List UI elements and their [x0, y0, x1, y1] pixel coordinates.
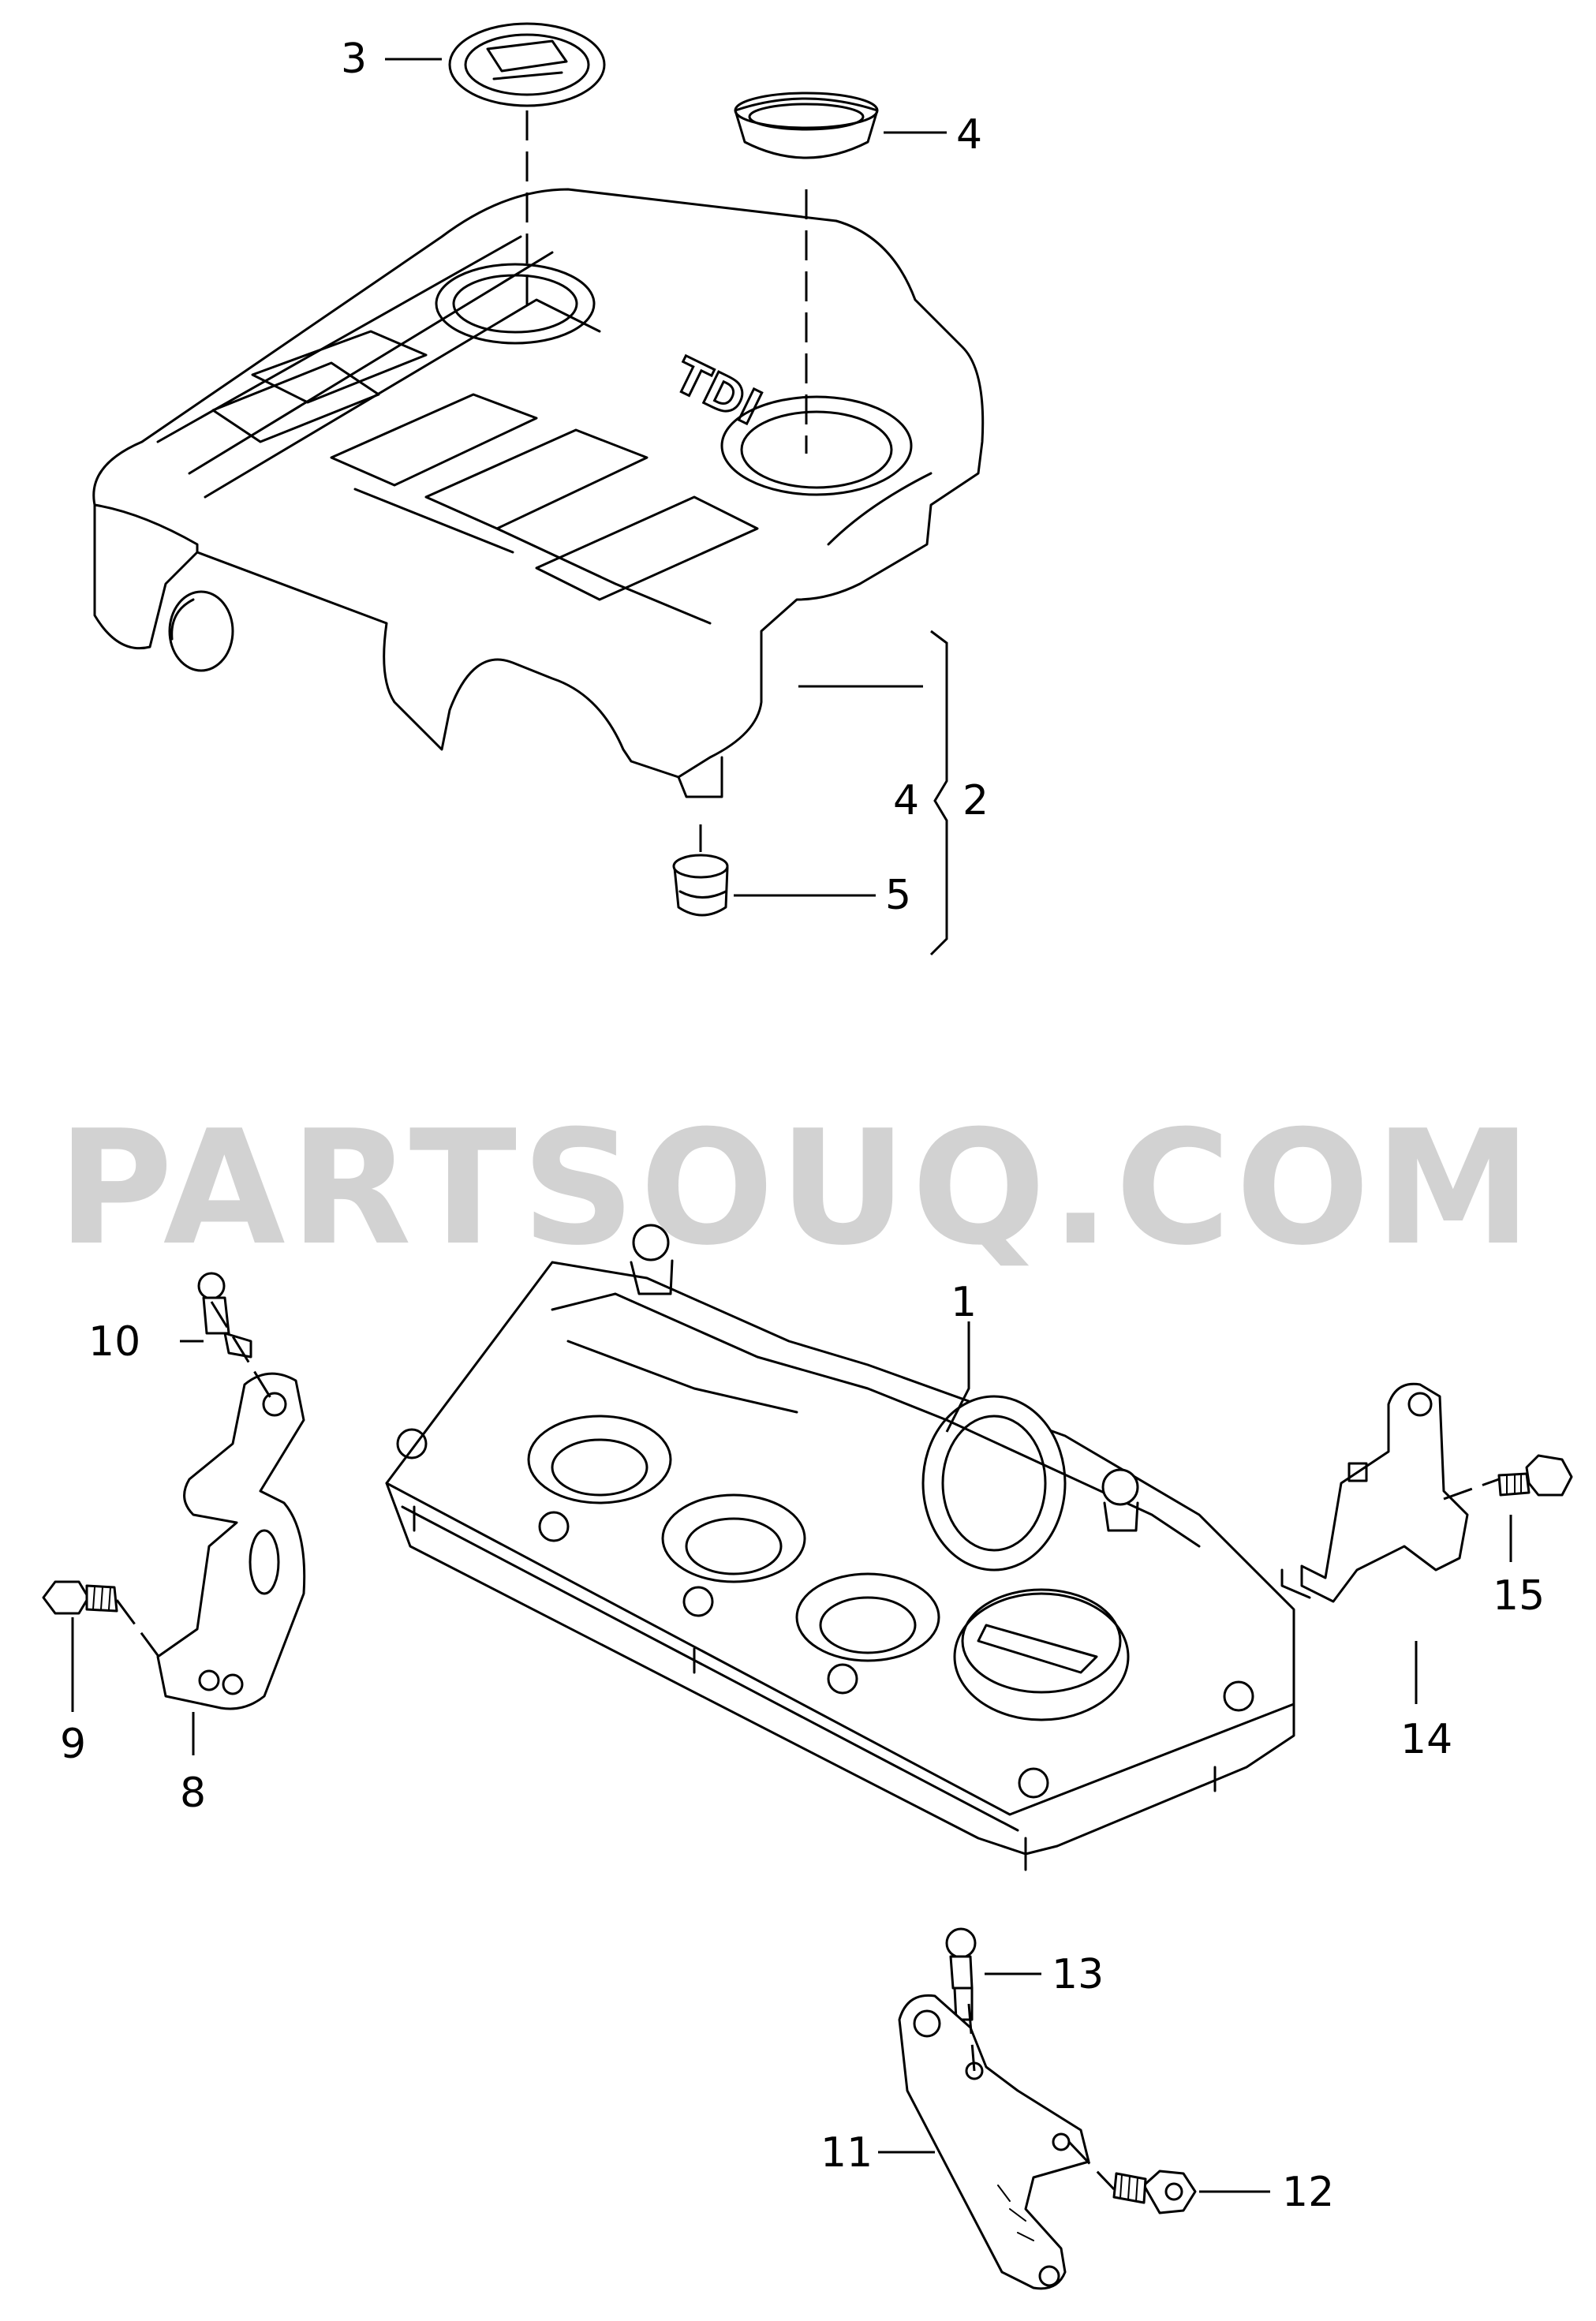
ball-stud-13 [945, 1927, 977, 2021]
cover-nut [672, 854, 729, 917]
callout-12: 12 [1282, 2169, 1334, 2216]
leader-lines [71, 58, 1512, 2193]
bolt-9 [42, 1580, 118, 1615]
bolt-15 [1497, 1454, 1573, 1497]
callout-labels: 3 4 4 2 5 1 10 9 8 14 15 13 11 12 [60, 36, 1545, 2216]
ball-stud-10 [197, 1272, 252, 1359]
callout-13: 13 [1052, 1951, 1104, 1998]
callout-2: 2 [962, 777, 989, 824]
grommet-ring [734, 92, 879, 159]
callout-1: 1 [951, 1279, 977, 1326]
emblem-cap [448, 22, 606, 107]
watermark: PARTSOUQ.COM [58, 1097, 1537, 1280]
callout-9: 9 [60, 1721, 86, 1768]
callout-3: 3 [341, 36, 367, 83]
bracket-14 [1280, 1382, 1469, 1603]
callout-11: 11 [820, 2129, 873, 2177]
callout-15: 15 [1493, 1572, 1545, 1620]
engine-cover: TDI [92, 188, 985, 798]
callout-4-cover: 4 [893, 777, 919, 824]
bolt-12 [1112, 2170, 1197, 2214]
callout-10: 10 [88, 1318, 140, 1366]
callout-8: 8 [180, 1770, 206, 1817]
bracket-8 [156, 1372, 306, 1710]
bracket-11 [898, 1994, 1090, 2290]
cylinder-head-cover [385, 1224, 1295, 1871]
callout-4-top: 4 [956, 111, 982, 159]
callout-5: 5 [885, 872, 911, 919]
callout-14: 14 [1400, 1716, 1452, 1763]
